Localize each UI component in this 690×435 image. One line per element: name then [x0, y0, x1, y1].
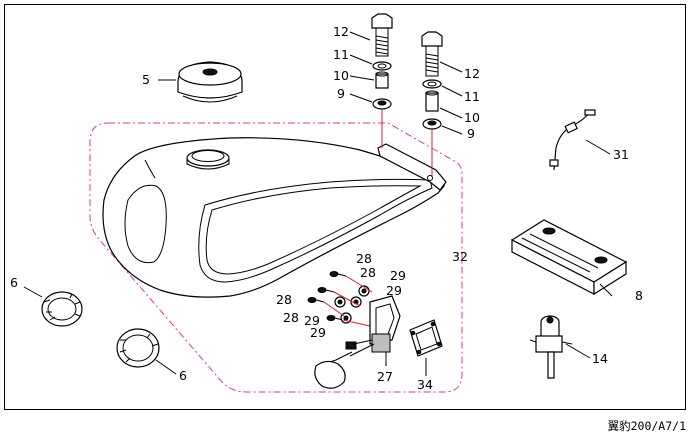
knee-grip-lower	[116, 328, 160, 368]
callout-11-right: 11	[464, 89, 480, 104]
callout-32: 32	[452, 249, 468, 264]
callout-5: 5	[142, 72, 150, 87]
callout-6-upper: 6	[10, 275, 18, 290]
callout-31: 31	[613, 147, 629, 162]
fuel-hose	[549, 109, 596, 171]
callout-29-c: 29	[304, 313, 320, 328]
callout-12-left: 12	[333, 24, 349, 39]
sender-alignment-lines	[323, 275, 373, 327]
fuel-cock	[529, 315, 573, 379]
callout-28-d: 28	[283, 310, 299, 325]
callout-14: 14	[592, 351, 608, 366]
callout-8: 8	[635, 288, 643, 303]
fuel-tank	[102, 137, 447, 298]
mount-bolt-stack-left	[371, 13, 393, 110]
callout-9-right: 9	[467, 126, 475, 141]
callout-10-right: 10	[464, 110, 480, 125]
callout-9-left: 9	[337, 86, 345, 101]
knee-grip-upper	[41, 291, 83, 327]
callout-29-a: 29	[390, 268, 406, 283]
callout-29-d: 29	[310, 325, 326, 340]
fuel-cap	[177, 61, 243, 103]
sender-gasket	[409, 319, 443, 357]
callout-28-a: 28	[356, 251, 372, 266]
callout-29-b: 29	[386, 283, 402, 298]
callout-11-left: 11	[333, 47, 349, 62]
fuel-level-sender	[314, 295, 401, 389]
drawing-code: 翼豹200/A7/1	[608, 419, 686, 433]
callout-28-b: 28	[360, 265, 376, 280]
leader-lines	[23, 31, 613, 376]
sender-washers	[334, 285, 370, 324]
callout-labels: 12 11 10 9 12 11 10 9 5 31 32 8 6 6 28 2…	[10, 24, 643, 392]
callout-28-c: 28	[276, 292, 292, 307]
rubber-pad	[510, 219, 628, 296]
callout-12-right: 12	[464, 66, 480, 81]
diagram-frame	[4, 4, 686, 410]
callout-34: 34	[417, 377, 433, 392]
mount-bolt-stack-right	[421, 31, 443, 130]
tank-assembly-boundary	[89, 122, 463, 393]
callout-10-left: 10	[333, 68, 349, 83]
callout-27: 27	[377, 369, 393, 384]
sender-screws	[307, 271, 347, 321]
callout-6-lower: 6	[179, 368, 187, 383]
